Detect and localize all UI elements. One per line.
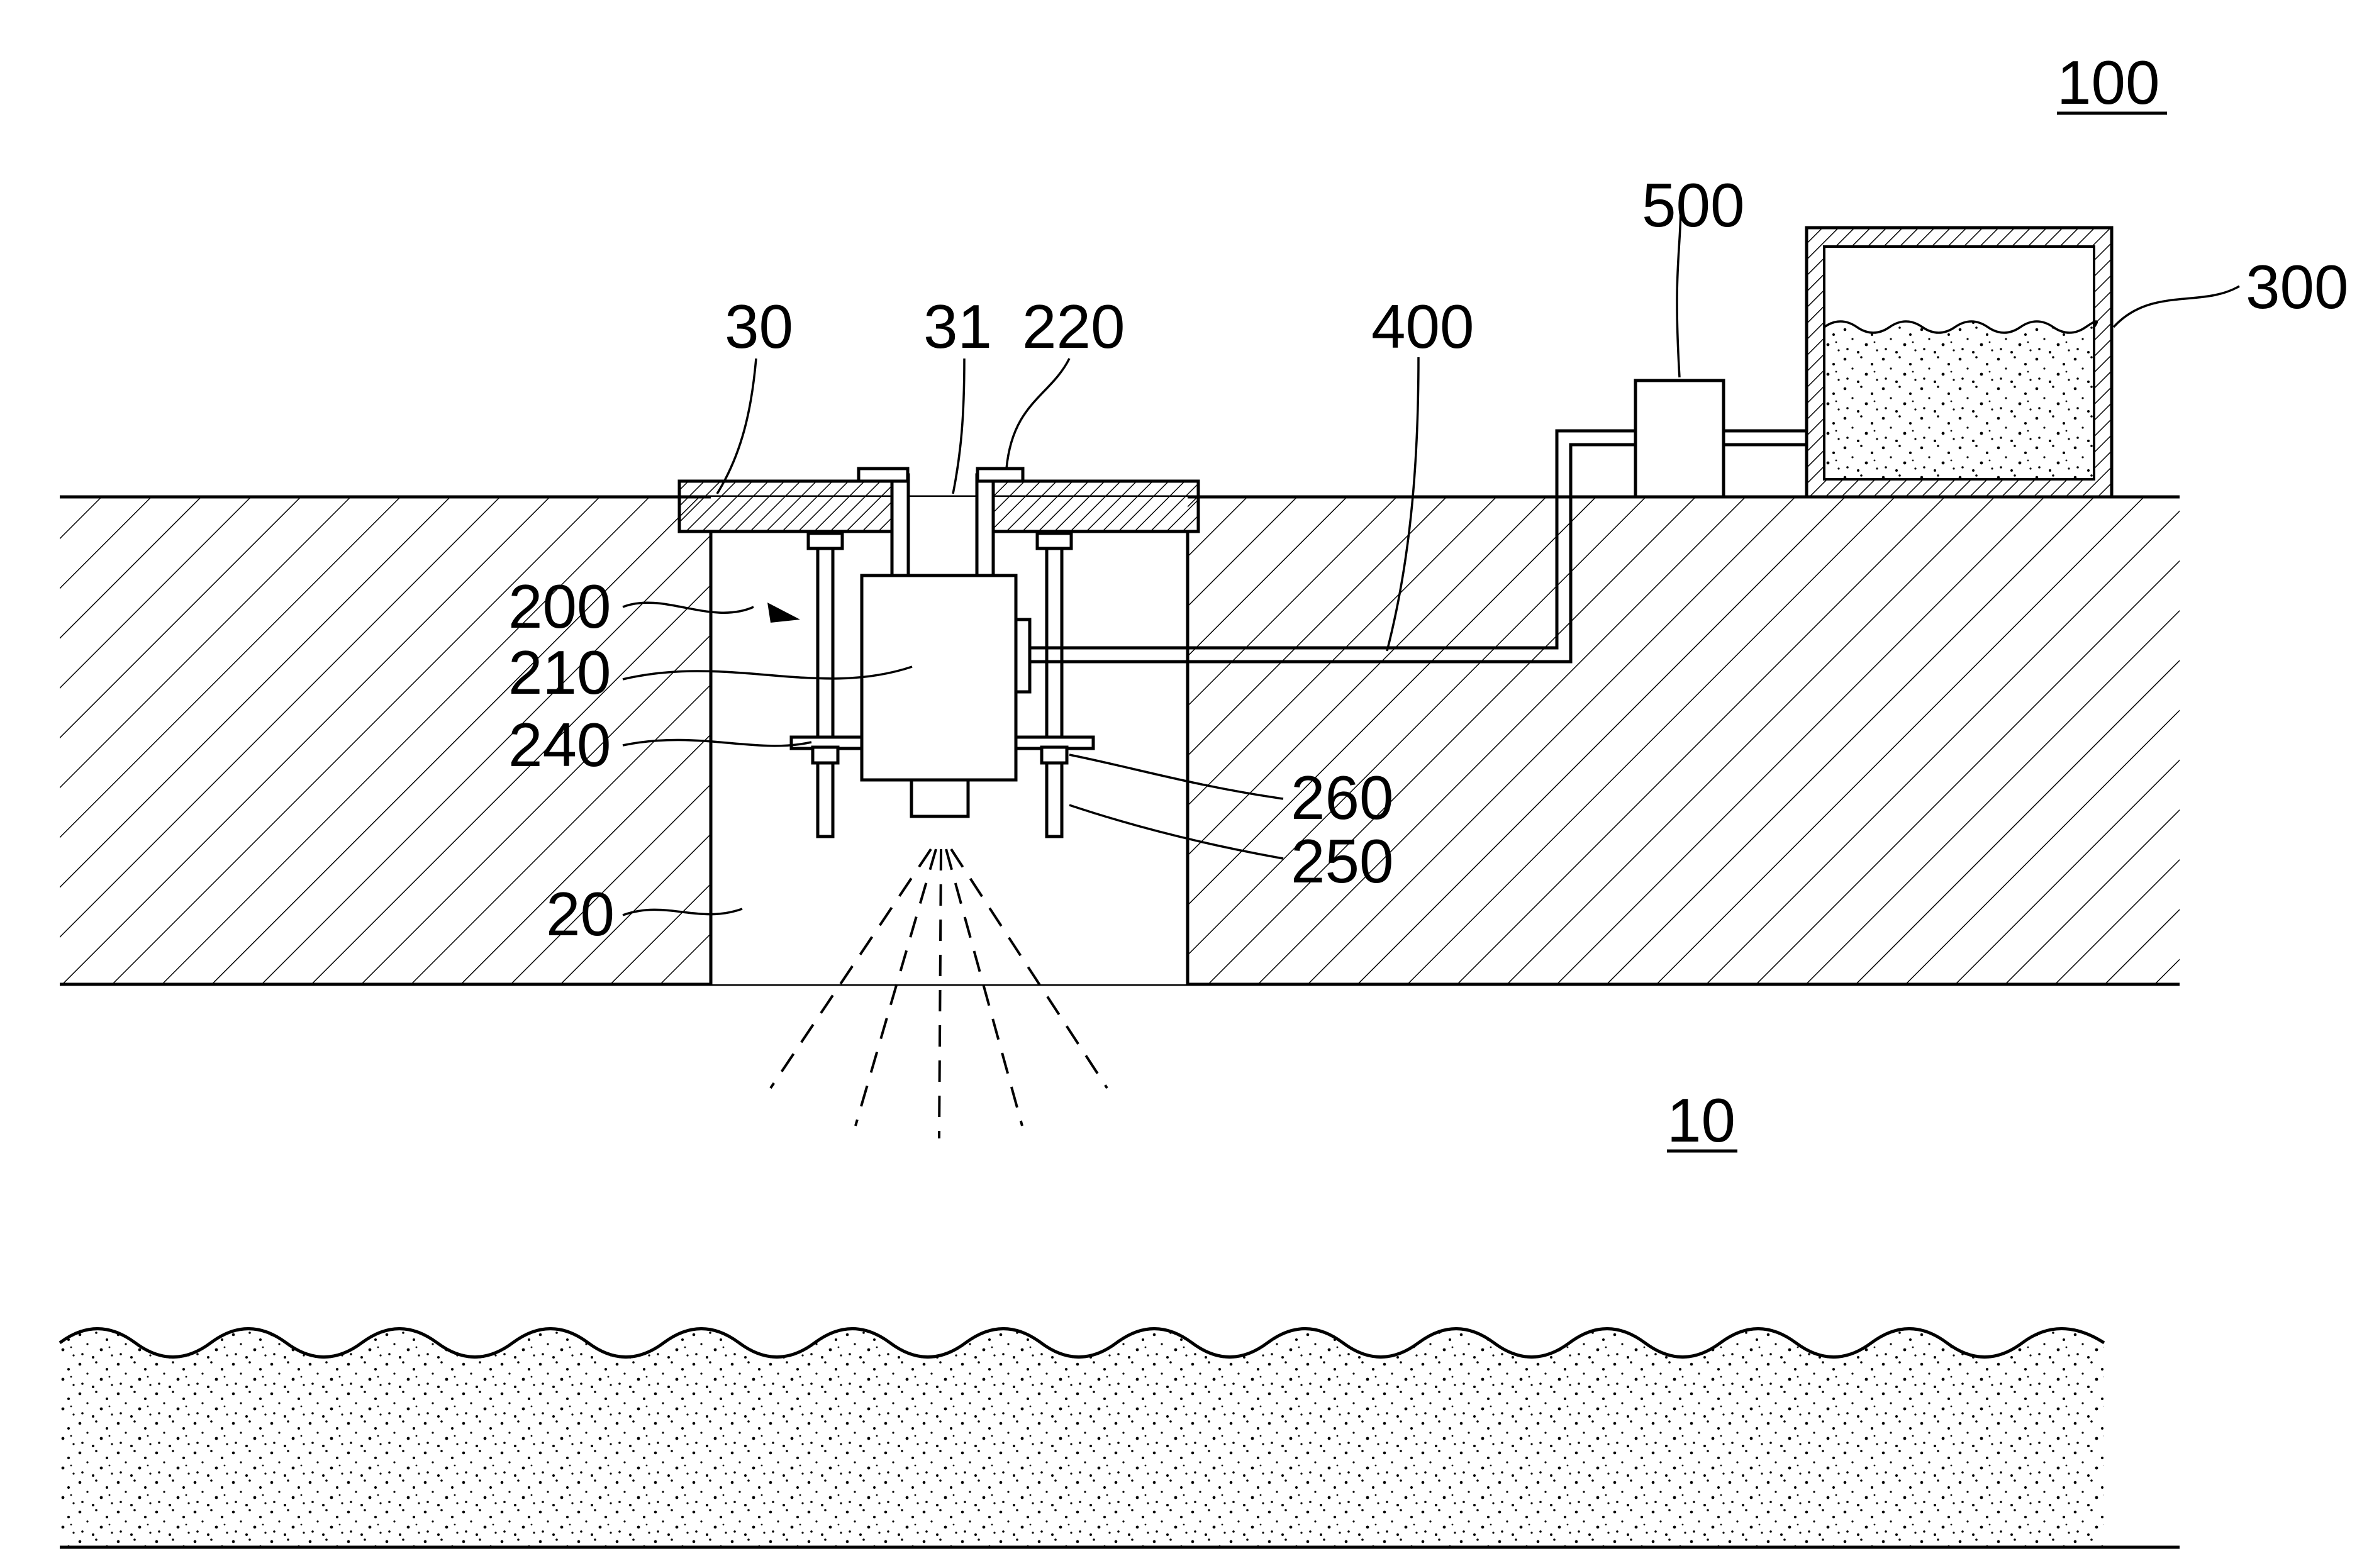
label-cover: 30 (725, 292, 793, 361)
spray-body (860, 574, 1032, 818)
label-pipe-outlet: 220 (1022, 292, 1125, 361)
feed-pipes (857, 467, 1025, 577)
tank (1805, 226, 2114, 499)
label-cover-opening: 31 (923, 292, 992, 361)
label-supply-line: 400 (1371, 292, 1474, 361)
label-spray-unit: 200 (508, 572, 611, 641)
pump (1634, 379, 1725, 499)
label-rod: 250 (1291, 826, 1394, 896)
spray-jets (769, 848, 1108, 1139)
label-tank: 300 (2246, 252, 2349, 321)
labels: 100 10 500 300 400 30 31 220 200 210 240… (508, 48, 2349, 1155)
bottom-surface (58, 1327, 2180, 1549)
label-bracket: 240 (508, 710, 611, 779)
label-body: 210 (508, 638, 611, 707)
support-rods (806, 531, 1073, 838)
ground-slab (60, 495, 2180, 986)
label-well: 20 (546, 879, 615, 948)
label-nut: 260 (1291, 763, 1394, 832)
label-space: 10 (1667, 1086, 1736, 1155)
brackets (789, 735, 1095, 765)
tank-liquid (1824, 321, 2097, 479)
supply-line (1030, 429, 1807, 664)
leader-lines (622, 204, 2240, 916)
label-system: 100 (2057, 48, 2160, 117)
spray-unit-arrow (767, 603, 800, 623)
label-pump: 500 (1642, 170, 1745, 240)
